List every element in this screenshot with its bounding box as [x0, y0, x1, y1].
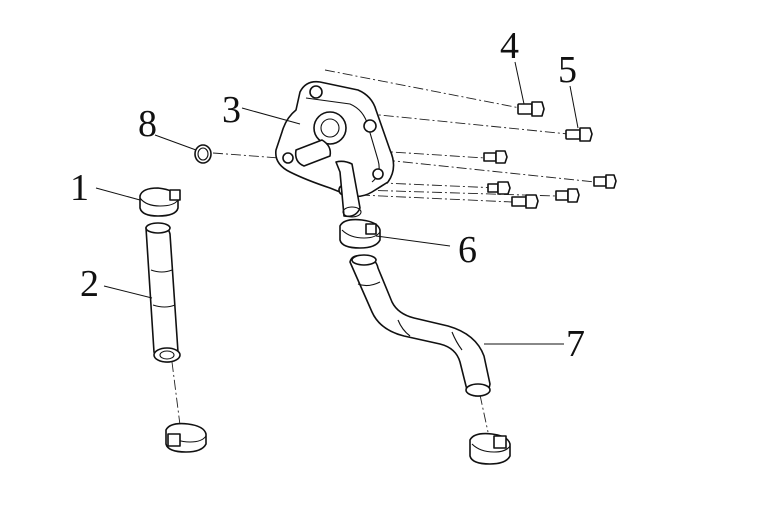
o-ring-seal — [194, 144, 212, 164]
callout-4: 4 — [500, 25, 519, 67]
callout-7: 7 — [566, 323, 585, 365]
leader-lines — [95, 61, 579, 345]
callout-1: 1 — [70, 167, 89, 209]
callout-8: 8 — [138, 103, 157, 145]
hose-clamp-upper-center — [339, 218, 381, 249]
callout-numbers: 1 2 3 4 5 6 7 8 — [70, 25, 585, 365]
pump-housing — [274, 80, 395, 218]
callout-3: 3 — [222, 89, 241, 131]
hose-clamp-lower-left — [165, 422, 207, 453]
bolt-mid-4 — [555, 188, 580, 203]
bolt-mid-5 — [511, 194, 539, 209]
bolt-5 — [565, 127, 593, 142]
callout-6: 6 — [458, 229, 477, 271]
bolt-4 — [517, 101, 545, 117]
bolt-mid-1 — [483, 150, 508, 164]
bolt-mid-3 — [487, 181, 511, 195]
callout-5: 5 — [558, 49, 577, 91]
hose-bent-center — [349, 254, 491, 397]
hose-clamp-upper-left — [139, 187, 181, 217]
bolt-mid-2 — [593, 174, 617, 189]
hose-straight-left — [145, 222, 181, 363]
callout-2: 2 — [80, 263, 99, 305]
hose-clamp-lower-center — [469, 432, 511, 465]
bolt-set — [483, 101, 617, 209]
